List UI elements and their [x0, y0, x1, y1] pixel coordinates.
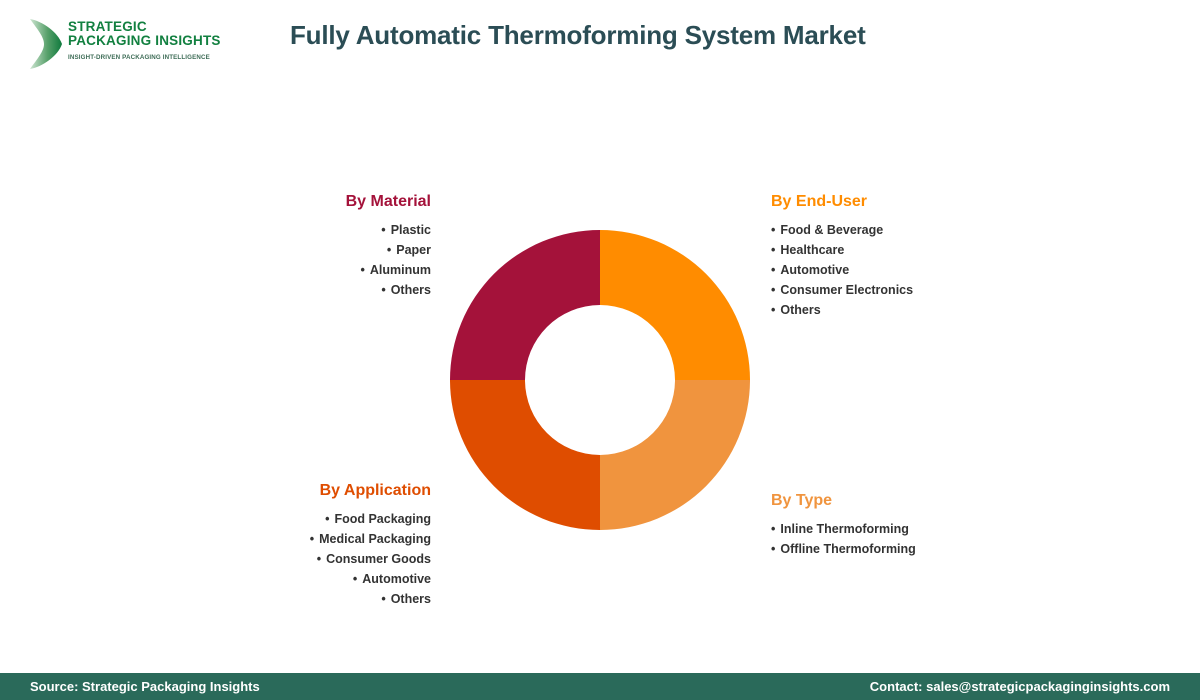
brand-logo: STRATEGIC PACKAGING INSIGHTS INSIGHT-DRI…: [28, 16, 228, 72]
category-list-application: Food Packaging Medical Packaging Consume…: [211, 509, 431, 609]
brand-logo-tagline: INSIGHT-DRIVEN PACKAGING INTELLIGENCE: [68, 54, 210, 61]
category-block-type: By Type Inline Thermoforming Offline The…: [771, 492, 1001, 559]
category-list-material: Plastic Paper Aluminum Others: [231, 220, 431, 300]
category-list-end-user: Food & Beverage Healthcare Automotive Co…: [771, 220, 1001, 320]
brand-logo-text: STRATEGIC PACKAGING INSIGHTS INSIGHT-DRI…: [68, 19, 221, 62]
category-heading-material: By Material: [345, 193, 431, 210]
brand-logo-line2: PACKAGING INSIGHTS: [68, 33, 221, 48]
category-block-application: By Application Food Packaging Medical Pa…: [211, 482, 431, 609]
list-item: Plastic: [231, 220, 431, 240]
category-block-material: By Material Plastic Paper Aluminum Other…: [231, 193, 431, 300]
donut-segment-material: [450, 230, 600, 380]
list-item: Automotive: [211, 569, 431, 589]
list-item: Others: [231, 280, 431, 300]
list-item: Healthcare: [771, 240, 1001, 260]
donut-chart-svg: [450, 230, 750, 530]
footer-contact: Contact: sales@strategicpackaginginsight…: [869, 679, 1170, 694]
category-heading-end-user: By End-User: [771, 193, 868, 210]
list-item: Food Packaging: [211, 509, 431, 529]
donut-segment-application: [450, 380, 600, 530]
list-item: Others: [211, 589, 431, 609]
category-block-end-user: By End-User Food & Beverage Healthcare A…: [771, 193, 1001, 320]
donut-chart: [450, 230, 750, 530]
category-heading-type: By Type: [771, 492, 833, 509]
donut-segment-type: [600, 380, 750, 530]
list-item: Food & Beverage: [771, 220, 1001, 240]
list-item: Consumer Electronics: [771, 280, 1001, 300]
donut-segment-end-user: [600, 230, 750, 380]
list-item: Offline Thermoforming: [771, 539, 1001, 559]
chevron-logo-icon: [30, 19, 62, 69]
page-title: Fully Automatic Thermoforming System Mar…: [290, 20, 866, 50]
list-item: Automotive: [771, 260, 1001, 280]
category-heading-application: By Application: [319, 482, 431, 499]
footer-source: Source: Strategic Packaging Insights: [30, 679, 260, 694]
brand-logo-line1: STRATEGIC: [68, 19, 147, 34]
list-item: Others: [771, 300, 1001, 320]
footer-bar: Source: Strategic Packaging Insights Con…: [0, 673, 1200, 700]
list-item: Aluminum: [231, 260, 431, 280]
list-item: Inline Thermoforming: [771, 519, 1001, 539]
category-list-type: Inline Thermoforming Offline Thermoformi…: [771, 519, 1001, 559]
list-item: Paper: [231, 240, 431, 260]
list-item: Medical Packaging: [211, 529, 431, 549]
list-item: Consumer Goods: [211, 549, 431, 569]
